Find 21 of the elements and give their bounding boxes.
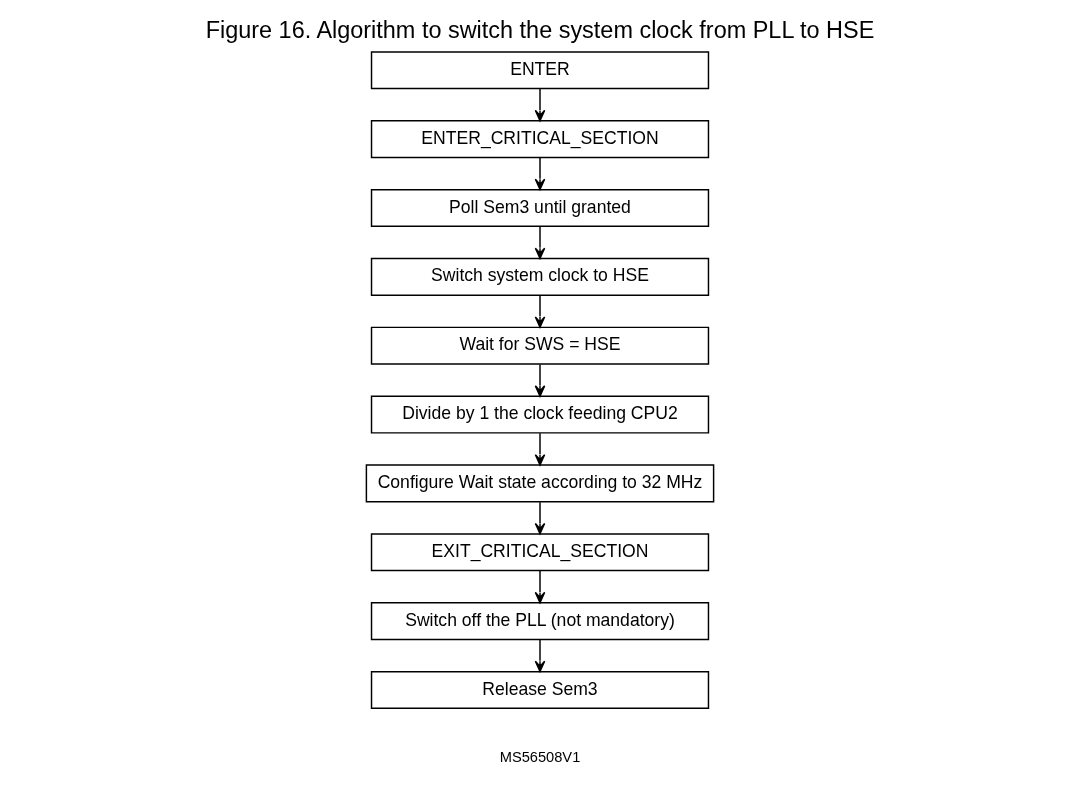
node-box: Divide by 1 the clock feeding CPU2: [370, 395, 710, 434]
label: MS56508V1: [499, 749, 581, 766]
node-box: Switch off the PLL (not mandatory): [370, 602, 710, 641]
arrow: [534, 501, 546, 535]
node-box: Release Sem3: [370, 670, 710, 709]
diagram-title: Figure 16. Algorithm to switch the system clock from PLL to HSE: [205, 17, 875, 44]
node-box: Switch system clock to HSE: [370, 257, 710, 296]
node-box: Configure Wait state according to 32 MHz: [365, 464, 715, 503]
arrow: [534, 294, 546, 328]
arrow: [534, 157, 546, 191]
arrow: [534, 226, 546, 260]
arrow: [534, 570, 546, 604]
node-box: EXIT_CRITICAL_SECTION: [370, 533, 710, 572]
arrow: [534, 88, 546, 122]
arrow: [534, 363, 546, 397]
node-box: ENTER_CRITICAL_SECTION: [370, 120, 710, 159]
arrow: [534, 639, 546, 673]
node-box: Poll Sem3 until granted: [370, 188, 710, 228]
node-box: ENTER: [370, 51, 710, 90]
node-box: Wait for SWS = HSE: [370, 326, 710, 365]
arrow: [534, 432, 546, 466]
